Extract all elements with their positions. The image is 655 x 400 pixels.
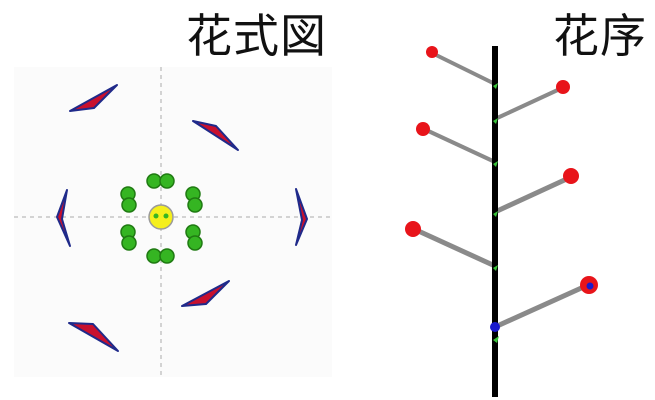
stamen-bottom bbox=[146, 248, 175, 264]
branch-3 bbox=[423, 127, 496, 164]
bract-6 bbox=[493, 336, 499, 343]
stamen-upper-right bbox=[185, 186, 203, 213]
branch-4 bbox=[493, 174, 573, 215]
bract-3 bbox=[493, 161, 498, 167]
branch-2 bbox=[494, 86, 563, 121]
branch-1 bbox=[431, 51, 496, 86]
bract-4 bbox=[493, 211, 498, 217]
pistil-locule-right bbox=[163, 213, 169, 219]
pistil-locule-left bbox=[153, 213, 159, 219]
flower-bud-5 bbox=[405, 221, 421, 237]
stamen-lower-right bbox=[185, 224, 203, 251]
branch-6 bbox=[493, 282, 590, 330]
branch-5 bbox=[412, 226, 497, 269]
stamen-upper-left bbox=[120, 186, 137, 213]
tepal-lower-right bbox=[181, 280, 230, 307]
bract-5 bbox=[493, 265, 498, 271]
floral-diagram-title: 花式図 bbox=[186, 9, 327, 63]
pistil bbox=[148, 204, 174, 230]
tepal-upper-right bbox=[192, 120, 239, 151]
tepal-upper-left bbox=[69, 84, 118, 112]
stamen-top bbox=[146, 173, 175, 189]
stamen-lower-left bbox=[120, 224, 137, 251]
tepal-left bbox=[56, 189, 71, 247]
flower-bud-4 bbox=[563, 168, 579, 184]
flower-bud-3 bbox=[416, 122, 430, 136]
flower-bud-1 bbox=[426, 46, 438, 58]
inflorescence-title: 花序 bbox=[553, 9, 647, 63]
stem-node-marker bbox=[490, 322, 500, 332]
tepal-lower-left bbox=[68, 322, 119, 352]
floral-diagram-panel bbox=[14, 67, 332, 377]
bract-1 bbox=[493, 83, 498, 89]
tepal-right bbox=[295, 188, 308, 246]
flower-bud-2 bbox=[556, 80, 570, 94]
bract-2 bbox=[493, 118, 498, 124]
open-flower-center bbox=[586, 282, 594, 290]
